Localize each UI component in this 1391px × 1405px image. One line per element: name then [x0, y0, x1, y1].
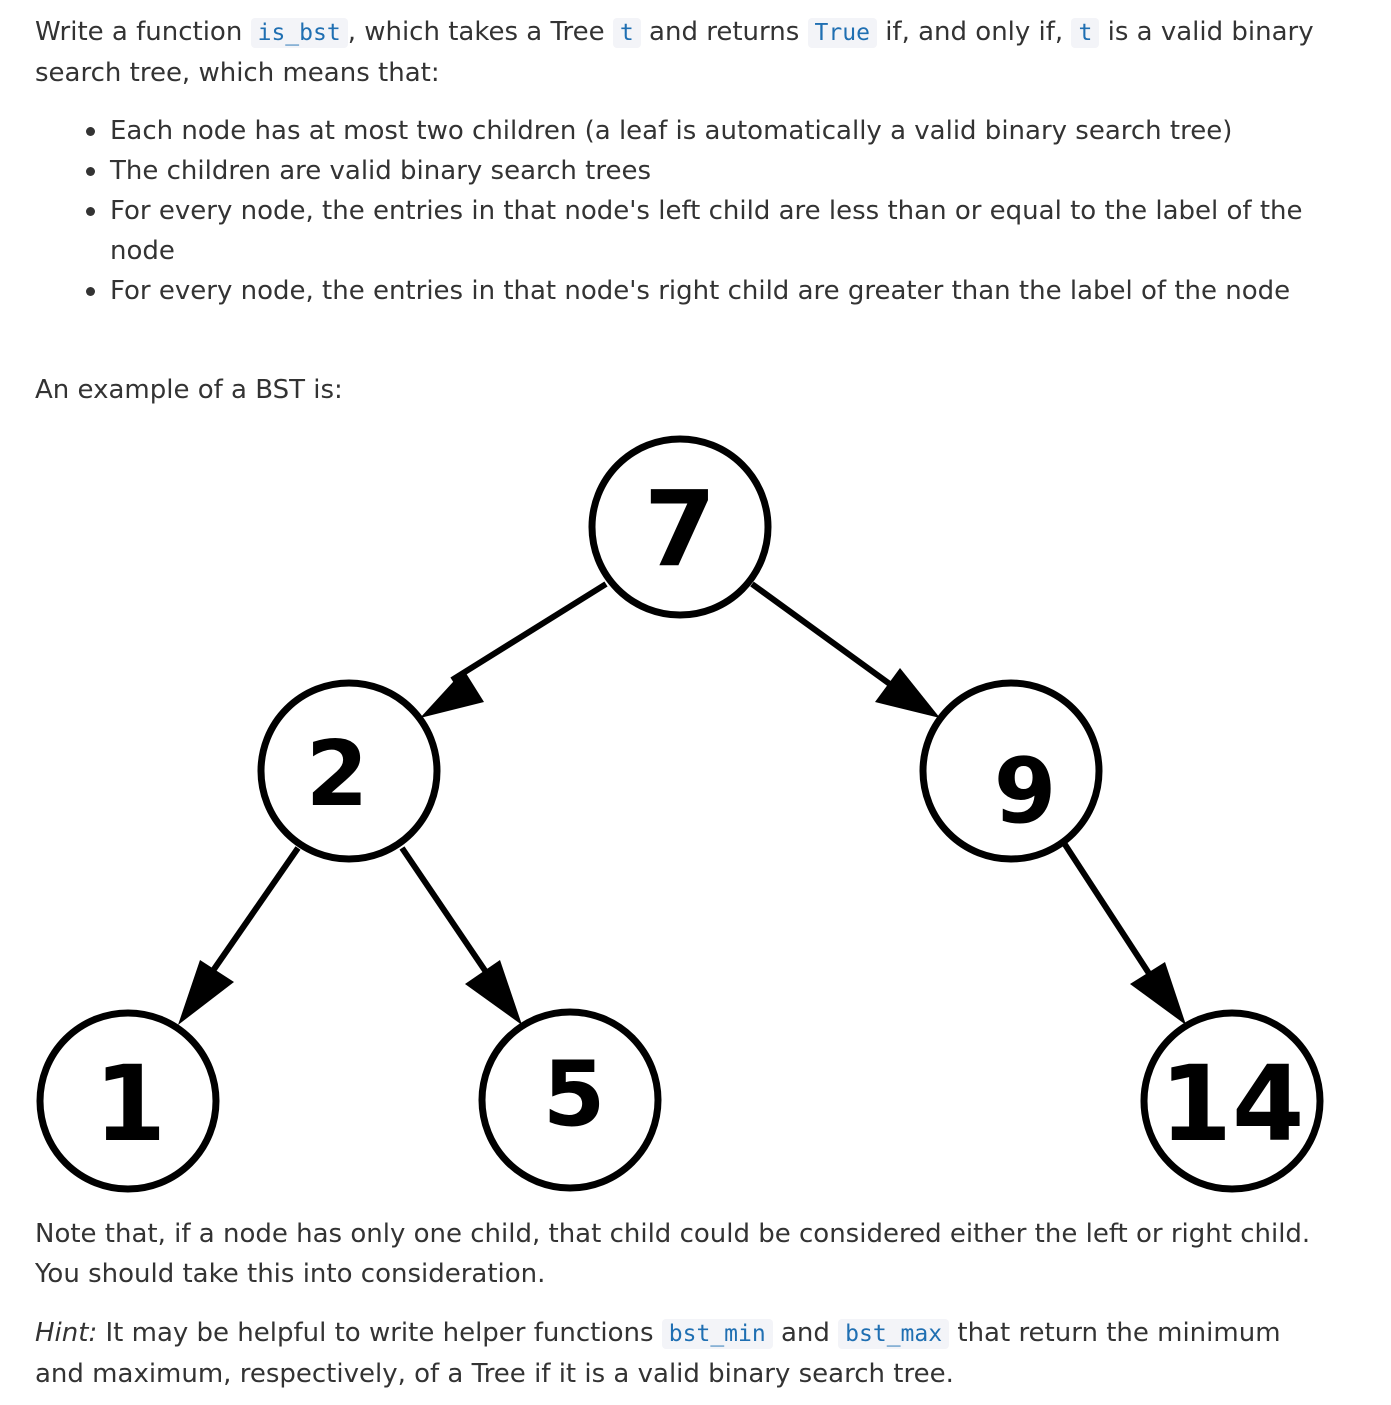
- arrowhead-2-5: [465, 960, 522, 1025]
- rule-item: For every node, the entries in that node…: [86, 191, 1350, 271]
- node-label-5: 5: [543, 1042, 606, 1147]
- arrowhead-7-9: [875, 668, 940, 718]
- edge-9-14: [1061, 841, 1153, 977]
- rules-list: Each node has at most two children (a le…: [35, 111, 1350, 311]
- code-bst-min: bst_min: [661, 1319, 773, 1349]
- hint-paragraph: Hint: It may be helpful to write helper …: [35, 1313, 1335, 1394]
- rule-item: Each node has at most two children (a le…: [86, 111, 1350, 151]
- arrowhead-7-2: [420, 670, 484, 718]
- node-label-9: 9: [994, 739, 1057, 844]
- example-label: An example of a BST is:: [35, 375, 343, 405]
- intro-text: and returns: [640, 17, 808, 47]
- code-t: t: [1071, 18, 1100, 48]
- tree-node-7: 7: [588, 435, 772, 619]
- node-label-1: 1: [94, 1043, 166, 1165]
- code-true: True: [807, 18, 877, 48]
- intro-paragraph: Write a function is_bst, which takes a T…: [35, 12, 1335, 93]
- tree-node-5: 5: [478, 1008, 662, 1192]
- hint-text: It may be helpful to write helper functi…: [97, 1318, 662, 1348]
- code-bst-max: bst_max: [838, 1319, 950, 1349]
- tree-node-1: 1: [36, 1009, 220, 1193]
- rule-item: For every node, the entries in that node…: [86, 271, 1350, 311]
- tree-edges: [178, 581, 1186, 1025]
- arrowhead-2-1: [178, 960, 234, 1025]
- edge-7-9: [750, 581, 900, 693]
- hint-text: and: [772, 1318, 839, 1348]
- edge-2-5: [399, 846, 491, 977]
- edge-2-1: [207, 846, 301, 977]
- node-label-7: 7: [644, 468, 716, 590]
- rule-item: The children are valid binary search tre…: [86, 151, 1350, 191]
- tree-node-9: 9: [919, 679, 1103, 863]
- note-paragraph: Note that, if a node has only one child,…: [35, 1219, 1311, 1289]
- code-t: t: [612, 18, 641, 48]
- intro-text: is a valid binary search tree, which mea…: [35, 17, 1314, 88]
- intro-text: if, and only if,: [876, 17, 1072, 47]
- node-label-2: 2: [306, 722, 369, 827]
- intro-text: , which takes a Tree: [347, 17, 613, 47]
- tree-node-2: 2: [257, 679, 441, 863]
- code-is-bst: is_bst: [250, 18, 348, 48]
- hint-label: Hint:: [35, 1318, 98, 1348]
- arrowhead-9-14: [1130, 962, 1186, 1025]
- hint-text: that return the minimum and maximum, res…: [35, 1318, 1281, 1389]
- edge-7-2: [450, 581, 608, 683]
- tree-node-14: 14: [1140, 1009, 1324, 1193]
- intro-text: Write a function: [35, 17, 251, 47]
- node-label-14: 14: [1160, 1043, 1305, 1165]
